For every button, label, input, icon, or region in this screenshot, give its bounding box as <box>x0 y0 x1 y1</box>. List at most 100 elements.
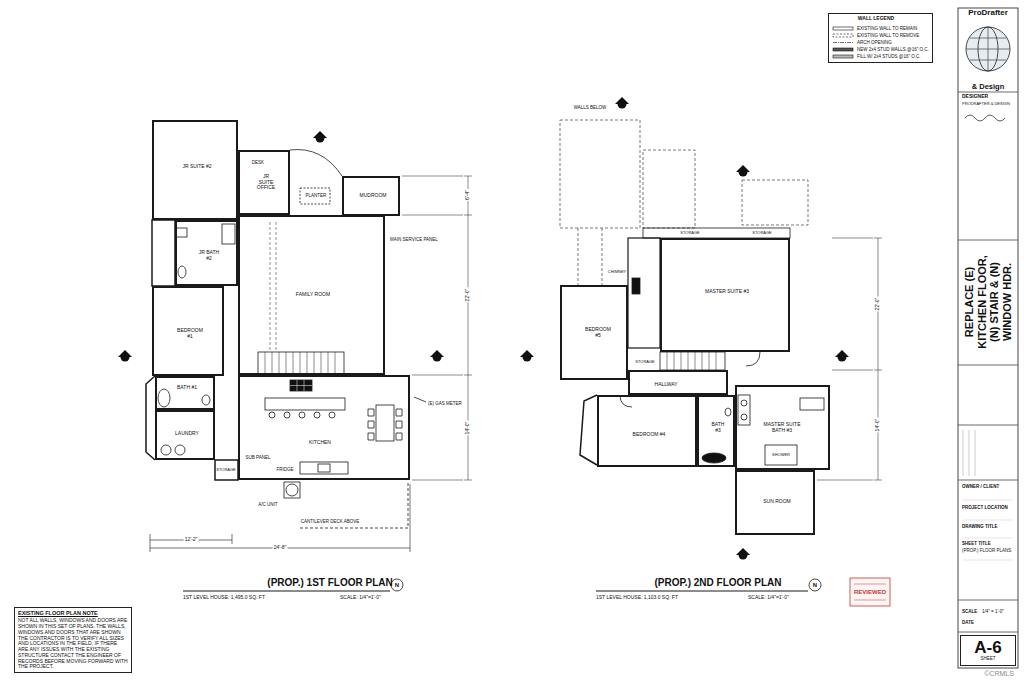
room-name: BATH #1 <box>177 385 197 391</box>
stair-run <box>258 352 344 374</box>
dryer <box>175 445 185 455</box>
stool <box>329 412 335 418</box>
stamp-rule <box>854 584 886 600</box>
note-body: NOT ALL WALLS, WINDOWS AND DOORS ARE SHO… <box>18 618 128 670</box>
dimension: 14'-0" <box>875 418 881 433</box>
room: BATH #3 <box>697 395 735 467</box>
logo-text: & Design <box>972 83 1005 91</box>
area-note: 1ST LEVEL HOUSE: 1,103.0 SQ. FT <box>596 595 678 601</box>
stair-treads <box>265 352 335 374</box>
toilet <box>202 395 210 405</box>
room-name: BEDROOM #1 <box>174 328 206 339</box>
area-note: STORAGE <box>635 360 655 364</box>
room-name: MASTER SUITE BATH #3 <box>759 422 805 433</box>
closet <box>628 238 660 348</box>
section-marker <box>739 168 748 177</box>
room: JR BATH #2 <box>175 220 238 286</box>
legend-row: ARCH OPENING <box>832 39 929 46</box>
kitchen-island <box>265 398 345 410</box>
sheet-number-box: A-6SHEET <box>960 635 1016 666</box>
dimension: 22'-0" <box>465 288 471 303</box>
wall-sample <box>833 48 853 51</box>
north-arrow <box>391 579 403 591</box>
scale-note: SCALE: 1/4"=1'-0" <box>340 595 381 601</box>
title-block-heading: PROJECT LOCATION <box>962 506 1008 511</box>
bath-sink <box>176 228 187 237</box>
dimension: 12'-2" <box>184 537 199 543</box>
toilet <box>725 408 731 416</box>
storage-strip <box>643 228 790 238</box>
toilet <box>178 266 186 278</box>
section-marker <box>316 134 325 143</box>
title-block-heading: OWNER / CLIENT <box>962 485 999 490</box>
door-swing <box>290 150 342 176</box>
logo-globe-grid <box>966 27 1010 71</box>
legend-text: EXISTING WALL TO REMOVE <box>857 33 919 38</box>
closet <box>152 220 175 286</box>
dimension-line <box>817 238 882 480</box>
section-marker <box>121 353 130 362</box>
room: MUDROOM <box>342 176 400 216</box>
vanity-sink <box>741 400 747 406</box>
leader-line <box>414 397 426 402</box>
stamp-frame <box>850 578 890 606</box>
section-marker <box>433 353 442 362</box>
watermark: ©CRMLS <box>984 670 1014 678</box>
stair-treads <box>667 352 716 370</box>
bay-window-wall <box>580 395 597 465</box>
first-floor-art <box>146 150 472 591</box>
legend-text: NEW 2x4 STUD WALLS @16" O.C. <box>857 47 929 52</box>
stamp-text: REVIEWED <box>854 589 886 596</box>
plan-title: (PROP.) 2ND FLOOR PLAN <box>654 577 781 588</box>
stool <box>314 412 320 418</box>
fixture-note: DESK <box>252 161 264 166</box>
room-name: JR SUITE #2 <box>182 164 211 170</box>
dimension: 6'-4" <box>465 189 471 201</box>
exterior-wall <box>146 376 155 460</box>
room-name: FAMILY ROOM <box>296 292 330 298</box>
legend-line-sample <box>832 47 854 52</box>
drawing-title: REPLACE (E) KITCHEN FLOOR, (N) STAIR & (… <box>963 255 1013 350</box>
title-block-heading: DRAWING TITLE <box>962 525 998 530</box>
area-note: PLANTER <box>306 194 327 199</box>
shower <box>765 445 797 465</box>
equipment-note: MAIN SERVICE PANEL <box>390 238 438 243</box>
stool <box>269 412 275 418</box>
bathtub <box>158 389 170 407</box>
section-marker <box>618 100 627 109</box>
dining-table <box>376 405 394 441</box>
room-name: LAUNDRY <box>175 431 199 437</box>
wall-sample <box>833 55 853 58</box>
section-marker <box>838 353 847 362</box>
area-note: CANTILEVER DECK ABOVE <box>300 520 361 525</box>
north-letter: N <box>813 582 817 589</box>
equipment-note: SUB PANEL <box>246 456 271 461</box>
room: BATH #1 <box>155 376 215 410</box>
logo-globe <box>966 27 1010 71</box>
cooktop <box>290 380 312 391</box>
bench <box>800 398 824 410</box>
door-swing <box>620 352 760 407</box>
area-note: WALLS BELOW <box>574 106 607 111</box>
review-stamp <box>850 578 890 606</box>
section-marker <box>739 551 748 560</box>
note-box: EXISTING FLOOR PLAN NOTENOT ALL WALLS, W… <box>14 607 132 673</box>
fixture-note: CHIMNEY <box>608 270 626 274</box>
dimension: 14'-0" <box>465 421 471 436</box>
dimension: 22'-0" <box>875 297 881 312</box>
bar-stools <box>269 412 335 418</box>
logo-text: ProDrafter <box>968 9 1008 18</box>
cooktop-grid <box>290 380 312 391</box>
dining-chairs <box>368 409 402 440</box>
stair-run <box>660 352 725 370</box>
room-name: KITCHEN <box>309 440 331 446</box>
title-underline <box>183 590 390 591</box>
title-block-art <box>958 8 1018 668</box>
room: LAUNDRY <box>155 410 215 460</box>
room: SUN ROOM <box>735 470 815 535</box>
planter-outline <box>300 188 330 204</box>
legend-text: EXISTING WALL TO REMAIN <box>857 26 917 31</box>
shower <box>222 224 235 244</box>
dimension-line <box>150 484 410 552</box>
